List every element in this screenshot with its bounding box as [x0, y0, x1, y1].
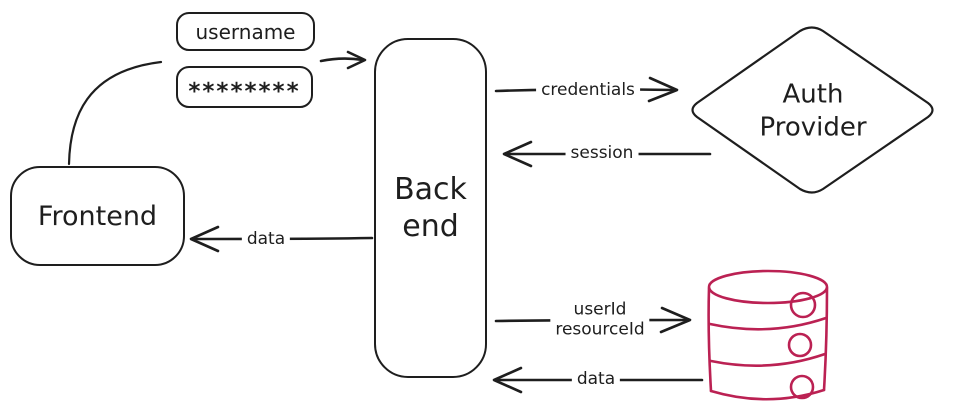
auth-provider-diamond	[691, 26, 934, 194]
backend-node: Back end	[374, 38, 487, 378]
auth-provider-label: Auth Provider	[759, 79, 867, 143]
frontend-node: Frontend	[10, 166, 185, 266]
resource-query-edge-label: userId resourceId	[550, 299, 650, 341]
db-data-edge-label: data	[571, 368, 621, 390]
backend-label: Back end	[394, 171, 467, 245]
password-field-node: ********	[176, 66, 313, 108]
database-icon	[707, 269, 829, 401]
frontend-data-edge-label: data	[241, 228, 291, 250]
credentials-edge-label: credentials	[536, 79, 640, 101]
password-field-label: ********	[188, 79, 301, 105]
login-submit-arrow	[319, 50, 367, 70]
username-field-label: username	[195, 19, 296, 44]
frontend-inputs-link-line	[67, 60, 163, 166]
username-field-node: username	[176, 12, 315, 51]
frontend-label: Frontend	[37, 200, 158, 232]
session-edge-label: session	[565, 142, 639, 164]
